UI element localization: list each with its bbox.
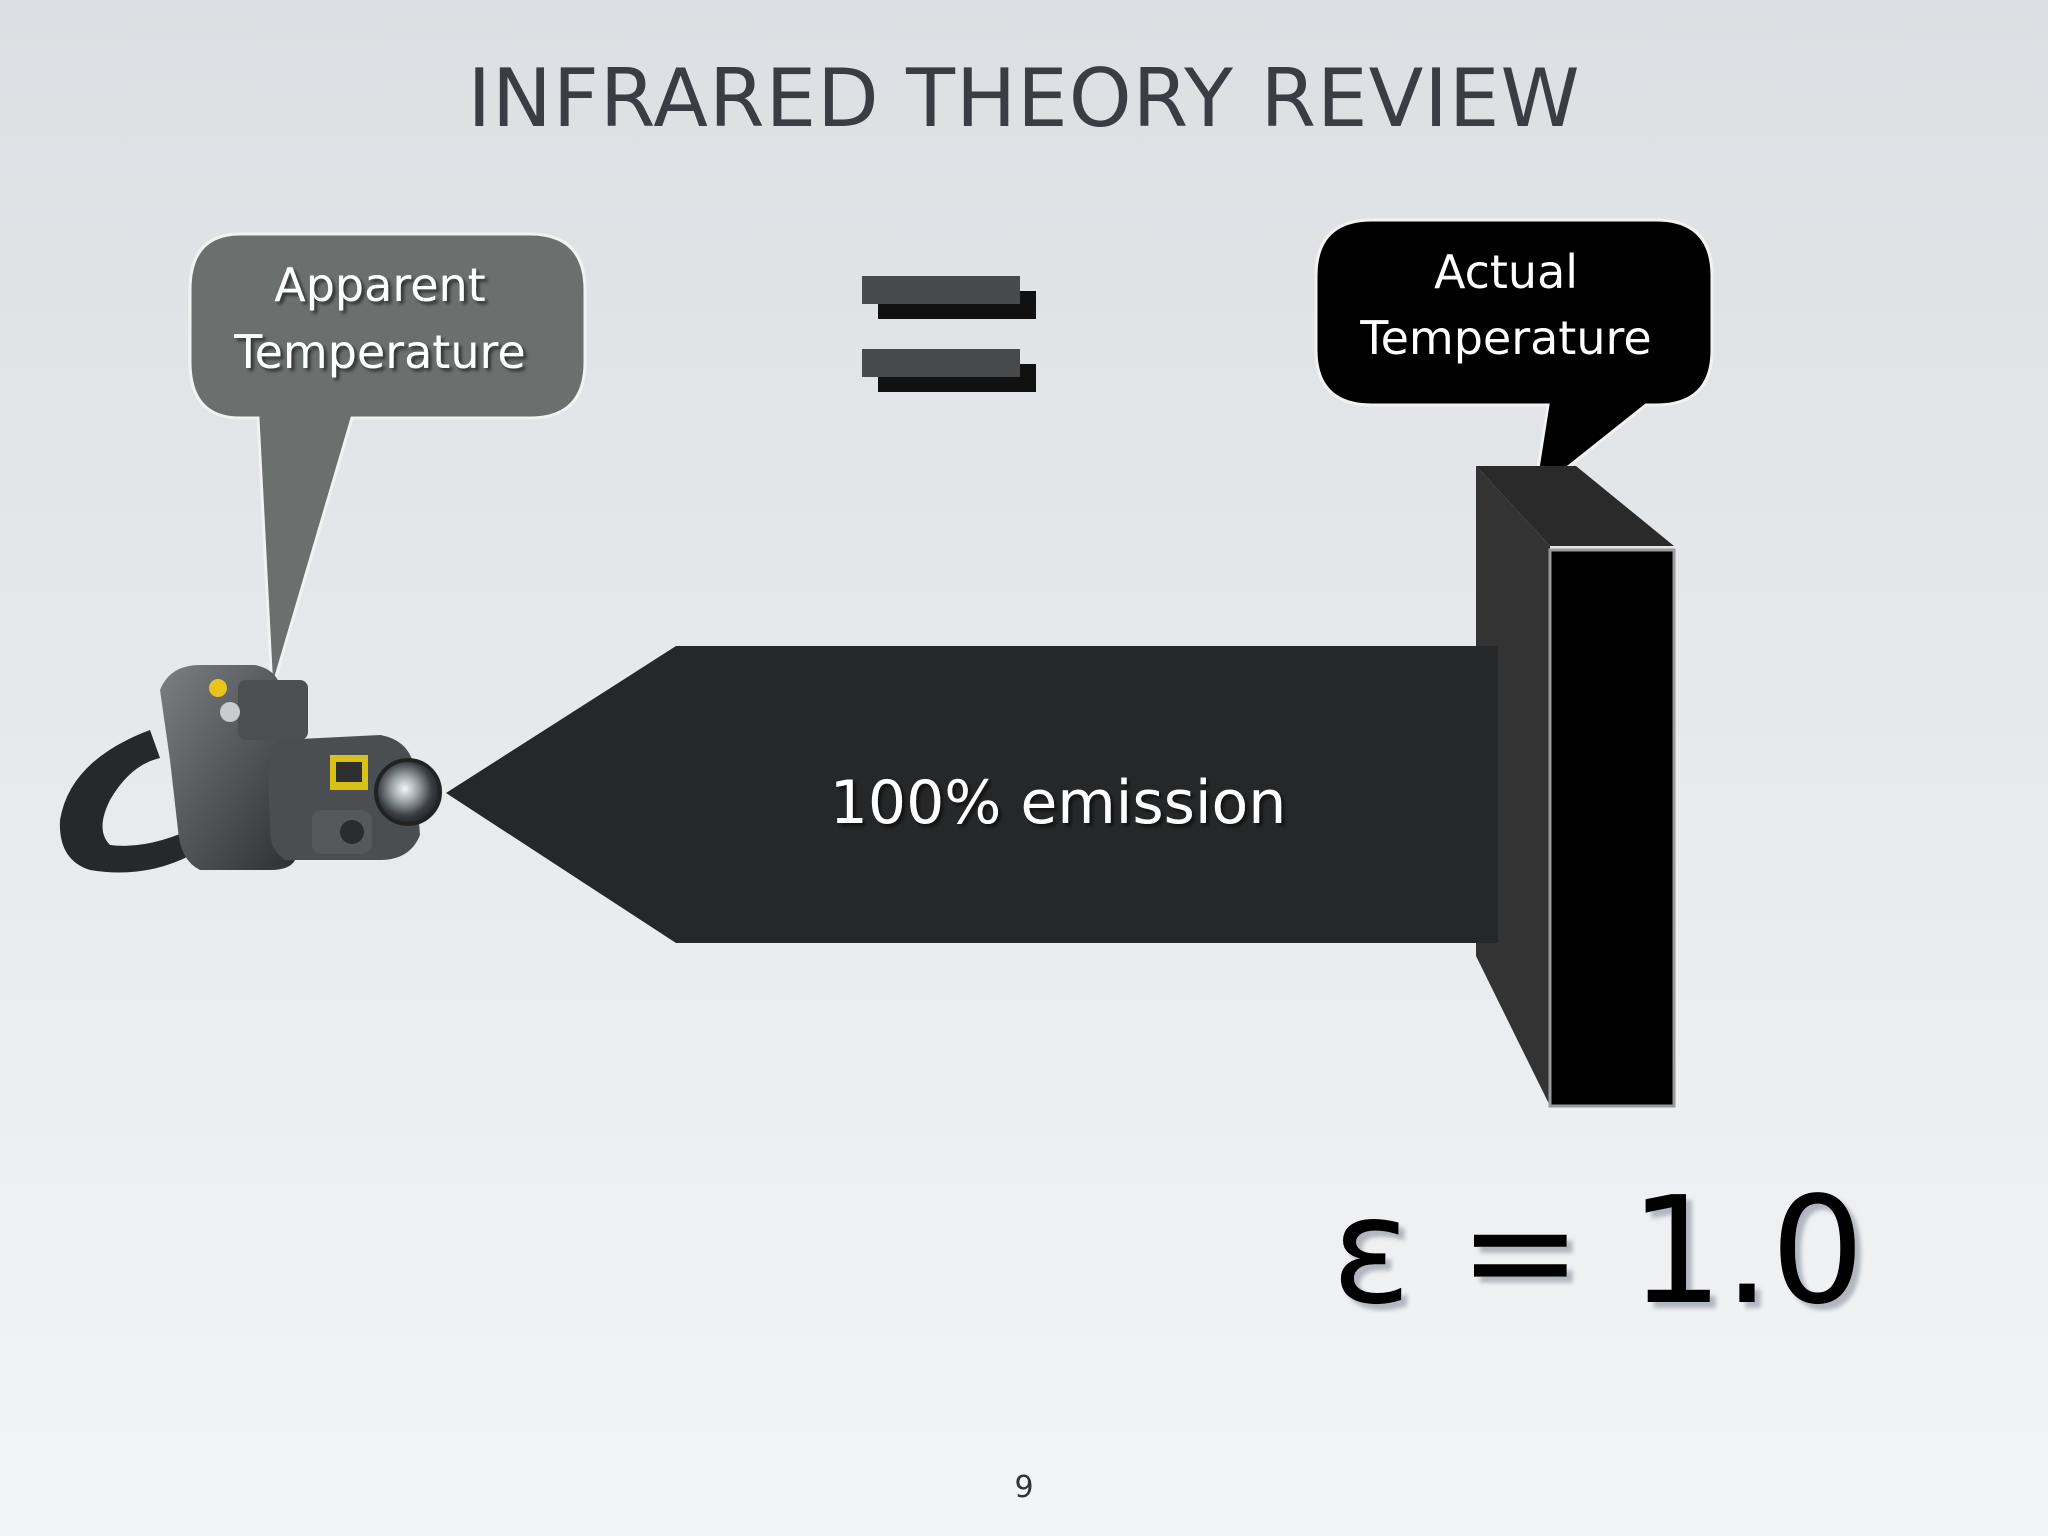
actual-callout-line1: Actual xyxy=(1434,245,1578,299)
actual-temperature-callout: Actual Temperature xyxy=(1314,218,1714,498)
thermal-camera-icon xyxy=(59,665,442,873)
apparent-temperature-callout: Apparent Temperature xyxy=(188,232,587,691)
block-side-face xyxy=(1476,466,1550,1106)
equals-sign-icon xyxy=(862,276,1036,392)
emission-arrow-shape xyxy=(446,646,1498,943)
emissivity-label: ε = 1.0 xyxy=(1331,1165,1864,1337)
emission-arrow-label: 100% emission xyxy=(830,768,1287,838)
apparent-callout-bubble xyxy=(188,232,587,691)
block-top-face xyxy=(1476,466,1674,546)
blackbody-block xyxy=(1476,466,1676,1108)
block-front-face xyxy=(1548,548,1676,1108)
slide-title: INFRARED THEORY REVIEW xyxy=(467,52,1581,145)
emission-arrow: 100% emission xyxy=(446,646,1498,943)
apparent-callout-line1: Apparent xyxy=(274,258,485,312)
actual-callout-bubble xyxy=(1314,218,1714,498)
slide-number: 9 xyxy=(1014,1470,1034,1505)
apparent-callout-line2: Temperature xyxy=(233,325,525,379)
actual-callout-line2: Temperature xyxy=(1359,311,1651,365)
